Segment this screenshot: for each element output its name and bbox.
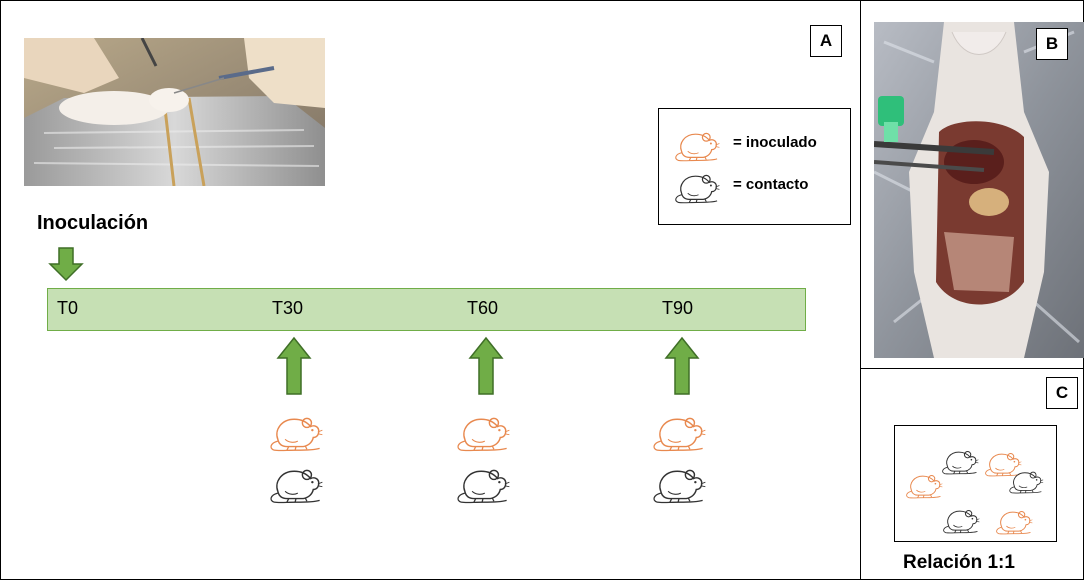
cage-inoculated-mouse-icon xyxy=(905,471,943,499)
t90-inoculated-mouse-icon xyxy=(651,412,707,452)
necropsy-photo xyxy=(874,22,1084,358)
panel-a-tag: A xyxy=(810,25,842,57)
timeline-bar xyxy=(47,288,806,331)
contact-mouse-icon xyxy=(673,170,721,204)
t60-inoculated-mouse-icon xyxy=(455,412,511,452)
cage-inoculated-mouse-icon xyxy=(995,507,1033,535)
cage-contact-mouse-icon xyxy=(942,506,980,534)
t30-contact-mouse-icon xyxy=(268,464,324,504)
inoculation-photo xyxy=(24,38,325,186)
cage-contact-mouse-icon xyxy=(941,447,979,475)
legend-box xyxy=(658,108,851,225)
timeline-label-t30: T30 xyxy=(272,298,304,318)
timeline-label-t0: T0 xyxy=(57,298,79,318)
inoculated-mouse-icon xyxy=(673,128,721,162)
timeline-label-t60: T60 xyxy=(467,298,499,318)
ratio-label: Relación 1:1 xyxy=(903,552,1015,573)
panel-b-tag: B xyxy=(1036,28,1068,60)
panel-c-tag: C xyxy=(1046,377,1078,409)
inoculation-label: Inoculación xyxy=(37,212,149,234)
inoculation-arrow-icon xyxy=(48,246,84,282)
timeline-label-t90: T90 xyxy=(662,298,694,318)
t90-arrow-icon xyxy=(664,336,700,396)
legend-inoculated-label: = inoculado xyxy=(733,134,817,151)
t60-contact-mouse-icon xyxy=(455,464,511,504)
legend-contact-label: = contacto xyxy=(733,176,809,193)
t60-arrow-icon xyxy=(468,336,504,396)
t30-inoculated-mouse-icon xyxy=(268,412,324,452)
cage-contact-mouse-icon xyxy=(1008,468,1044,494)
t90-contact-mouse-icon xyxy=(651,464,707,504)
t30-arrow-icon xyxy=(276,336,312,396)
